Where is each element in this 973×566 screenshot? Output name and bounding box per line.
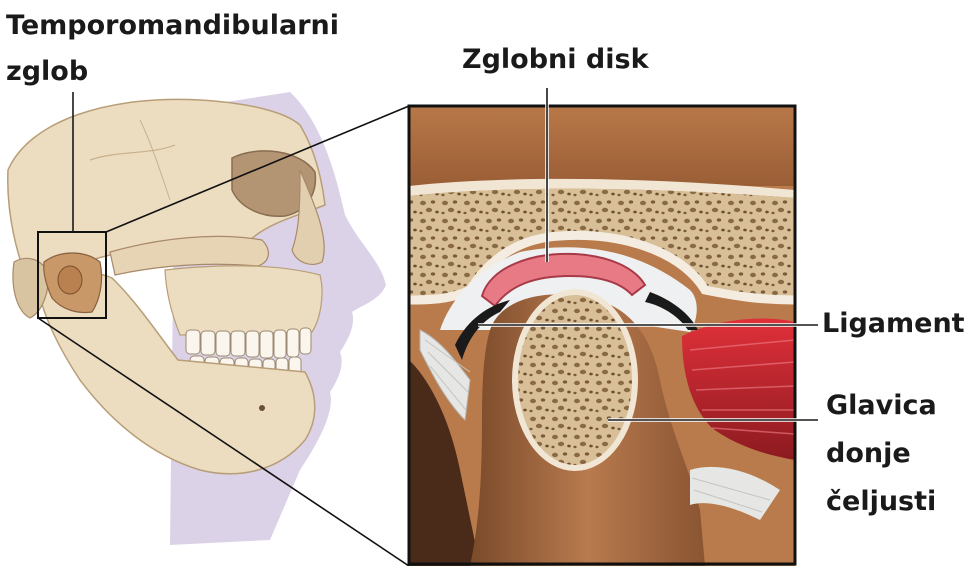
maxilla xyxy=(165,266,322,335)
label-tmj-line1: Temporomandibularni xyxy=(6,12,339,39)
tmj-inset xyxy=(409,106,795,566)
label-tmj-line2: zglob xyxy=(6,58,88,85)
label-condyle-line3: čeljusti xyxy=(826,488,936,515)
mental-foramen xyxy=(259,405,265,411)
label-condyle-line1: Glavica xyxy=(826,392,937,419)
upper-teeth xyxy=(186,328,311,358)
label-ligament: Ligament xyxy=(822,310,965,337)
condyle-head xyxy=(515,292,635,468)
label-condyle-line2: donje xyxy=(826,440,911,467)
label-disk: Zglobni disk xyxy=(462,46,649,73)
tmj-condyle-small xyxy=(58,266,82,294)
